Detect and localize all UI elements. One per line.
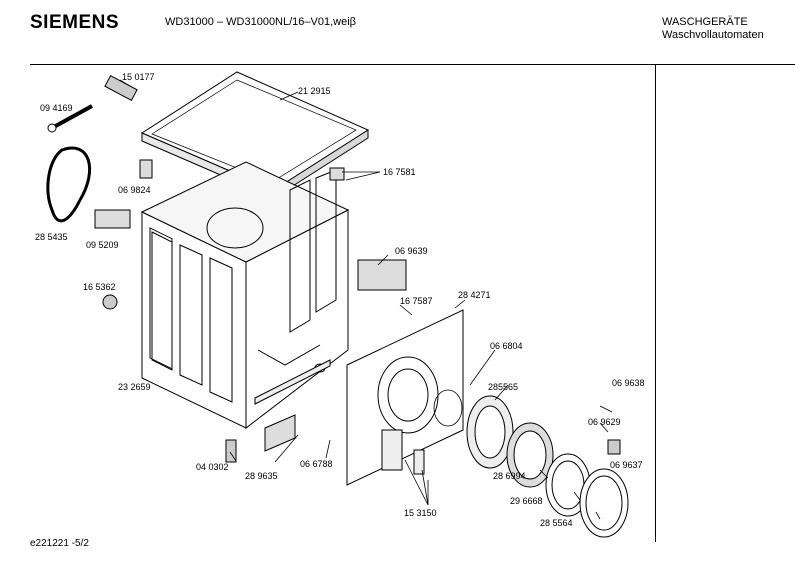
part-label: 29 6668 bbox=[510, 496, 543, 506]
part-label: 06 9637 bbox=[610, 460, 643, 470]
lock-module-part bbox=[357, 259, 407, 291]
part-label: 09 5209 bbox=[86, 240, 119, 250]
part-label: 28 5564 bbox=[540, 518, 573, 528]
brand-logo: SIEMENS bbox=[30, 12, 120, 33]
part-label: 04 0302 bbox=[196, 462, 229, 472]
header-divider bbox=[30, 64, 795, 65]
part-label: 16 7581 bbox=[383, 167, 416, 177]
part-label: 06 9638 bbox=[612, 378, 645, 388]
category-title: WASCHGERÄTE bbox=[662, 16, 748, 28]
foot-screw-part bbox=[225, 439, 237, 463]
door-gasket-part bbox=[46, 146, 92, 223]
cabinet-frame bbox=[140, 161, 350, 430]
switch-part bbox=[607, 439, 621, 455]
part-label: 28 9635 bbox=[245, 471, 278, 481]
base-strip-part bbox=[264, 414, 296, 452]
side-divider bbox=[655, 64, 656, 542]
front-panel bbox=[346, 309, 464, 486]
part-label: 06 6804 bbox=[490, 341, 523, 351]
part-label: 16 5362 bbox=[83, 282, 116, 292]
door-ring-inner bbox=[466, 395, 514, 469]
latch-part bbox=[139, 159, 153, 179]
part-label: 21 2915 bbox=[298, 86, 331, 96]
part-label: 23 2659 bbox=[118, 382, 151, 392]
foot-part bbox=[102, 294, 118, 310]
door-glass-ring bbox=[545, 453, 591, 517]
leader-lines bbox=[88, 79, 613, 520]
footer-code: e221221 -5/2 bbox=[30, 538, 89, 549]
wrench-part bbox=[47, 104, 93, 133]
clip-part bbox=[329, 167, 345, 181]
part-label: 09 4169 bbox=[40, 103, 73, 113]
part-label: 28 5435 bbox=[35, 232, 68, 242]
part-label: 06 9639 bbox=[395, 246, 428, 256]
category-subtitle: Waschvollautomaten bbox=[662, 29, 764, 41]
part-label: 06 9629 bbox=[588, 417, 621, 427]
door-ring-seal bbox=[506, 422, 554, 488]
part-label: 28 4271 bbox=[458, 290, 491, 300]
part-label: 285565 bbox=[488, 382, 519, 392]
part-label: 16 7587 bbox=[400, 296, 433, 306]
hinge-part bbox=[94, 209, 131, 229]
door-frame-outer bbox=[579, 468, 629, 538]
part-label: 06 6788 bbox=[300, 459, 333, 469]
part-label: 28 6994 bbox=[493, 471, 526, 481]
model-title: WD31000 – WD31000NL/16–V01,weiβ bbox=[165, 16, 356, 28]
hinge-bracket-part bbox=[381, 429, 425, 475]
part-label: 06 9824 bbox=[118, 185, 151, 195]
part-label: 15 3150 bbox=[404, 508, 437, 518]
part-label: 15 0177 bbox=[122, 72, 155, 82]
